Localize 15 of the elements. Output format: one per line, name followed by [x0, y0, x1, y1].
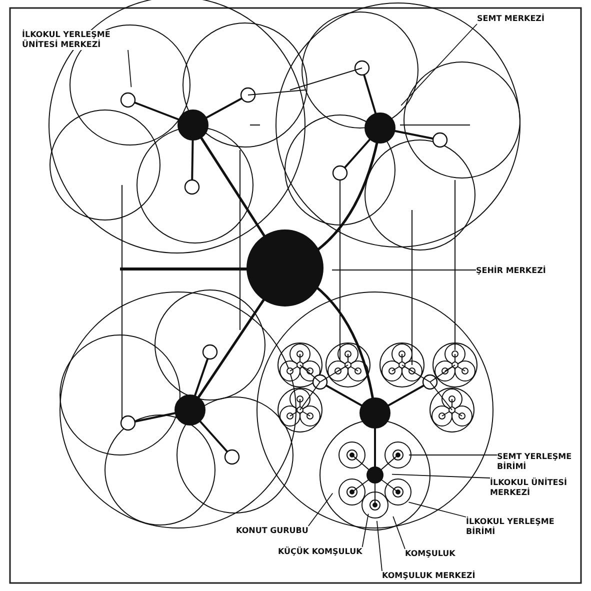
callout-label: SEMT MERKEZİ [477, 14, 544, 24]
leader-line [308, 492, 334, 526]
callout-label: KOMŞULUK [405, 549, 456, 559]
callout-label: KOMŞULUK MERKEZİ [382, 571, 476, 581]
leader-line [362, 513, 369, 548]
callout-label: KÜÇÜK KOMŞULUK [278, 547, 362, 557]
callout-label: KONUT GURUBU [236, 526, 308, 536]
leader-line [392, 516, 406, 550]
leader-line [408, 502, 466, 518]
leader-line [128, 50, 132, 88]
leader-line [400, 24, 478, 106]
leader-line [376, 520, 382, 572]
leader-line [392, 474, 490, 478]
leader-line [408, 454, 498, 456]
callout-label: ŞEHİR MERKEZİ [476, 266, 546, 276]
